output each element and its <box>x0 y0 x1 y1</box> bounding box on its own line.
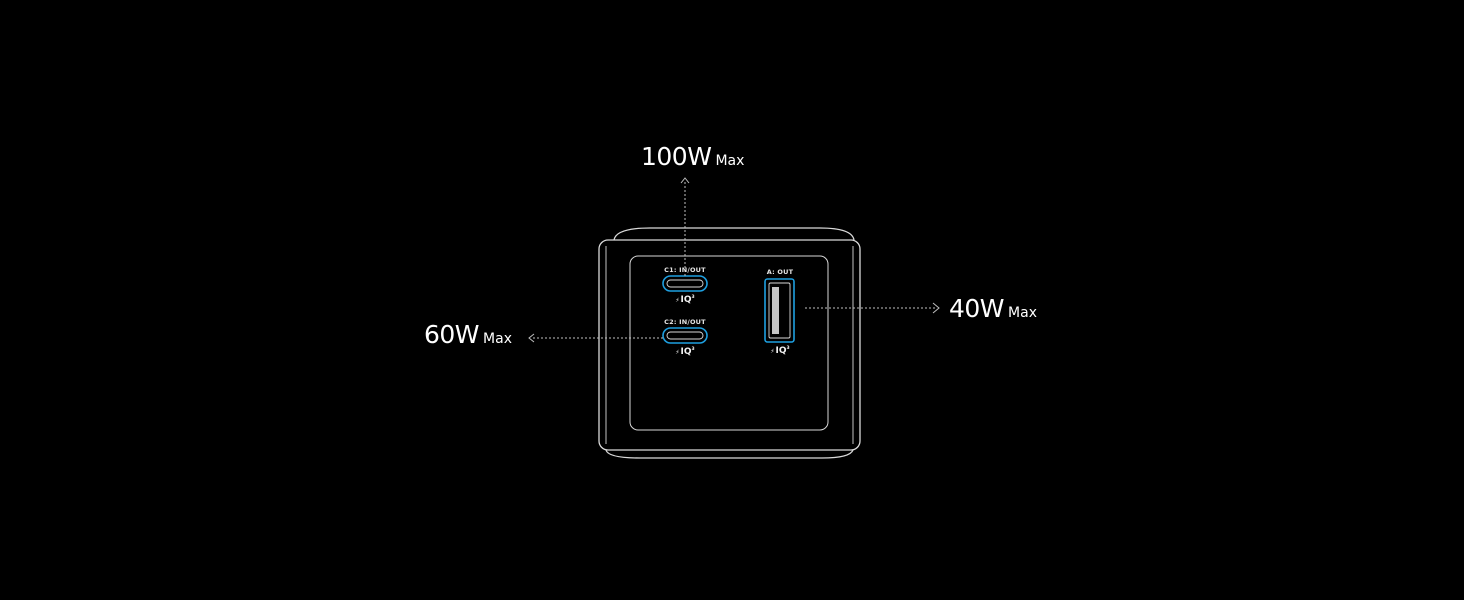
output-unit-right: Max <box>1008 305 1037 321</box>
output-value-top: 100W <box>641 142 712 171</box>
iq-sup-c2: 3 <box>691 347 695 352</box>
output-value-left: 60W <box>424 320 480 349</box>
charger-body <box>598 227 861 459</box>
output-unit-top: Max <box>715 153 745 169</box>
iq-badge-c2: ⚡IQ3 <box>670 347 700 357</box>
arrowhead-icon <box>528 333 535 343</box>
lightning-bolt-icon: ⚡ <box>675 297 680 304</box>
port-label-c2: C2: IN/OUT <box>664 318 706 326</box>
charger-top-cap <box>613 227 855 241</box>
iq-sup-c1: 3 <box>691 295 695 300</box>
iq-badge-c1: ⚡IQ3 <box>670 295 700 305</box>
iq-badge-a: ⚡IQ3 <box>765 346 795 356</box>
port-panel <box>629 255 829 431</box>
charger-bottom-cap <box>605 449 854 459</box>
leader-line-top <box>680 177 690 276</box>
usb-a-port <box>764 278 795 343</box>
usb-c2-port <box>662 327 708 344</box>
arrowhead-icon <box>680 177 690 184</box>
charger-outer-shell <box>598 239 861 451</box>
port-label-a: A: OUT <box>766 268 794 276</box>
iq-text-a: IQ <box>775 346 787 356</box>
leader-line-right <box>805 302 940 314</box>
output-unit-left: Max <box>483 331 512 347</box>
arrowhead-icon <box>932 302 940 314</box>
port-label-c1: C1: IN/OUT <box>664 266 706 274</box>
output-value-right: 40W <box>949 294 1005 323</box>
leader-line-left <box>528 333 663 343</box>
lightning-bolt-icon: ⚡ <box>770 348 775 355</box>
iq-text-c1: IQ <box>680 295 692 305</box>
iq-text-c2: IQ <box>680 347 692 357</box>
lightning-bolt-icon: ⚡ <box>675 349 680 356</box>
usb-c1-port <box>662 275 708 292</box>
iq-sup-a: 3 <box>786 346 790 351</box>
